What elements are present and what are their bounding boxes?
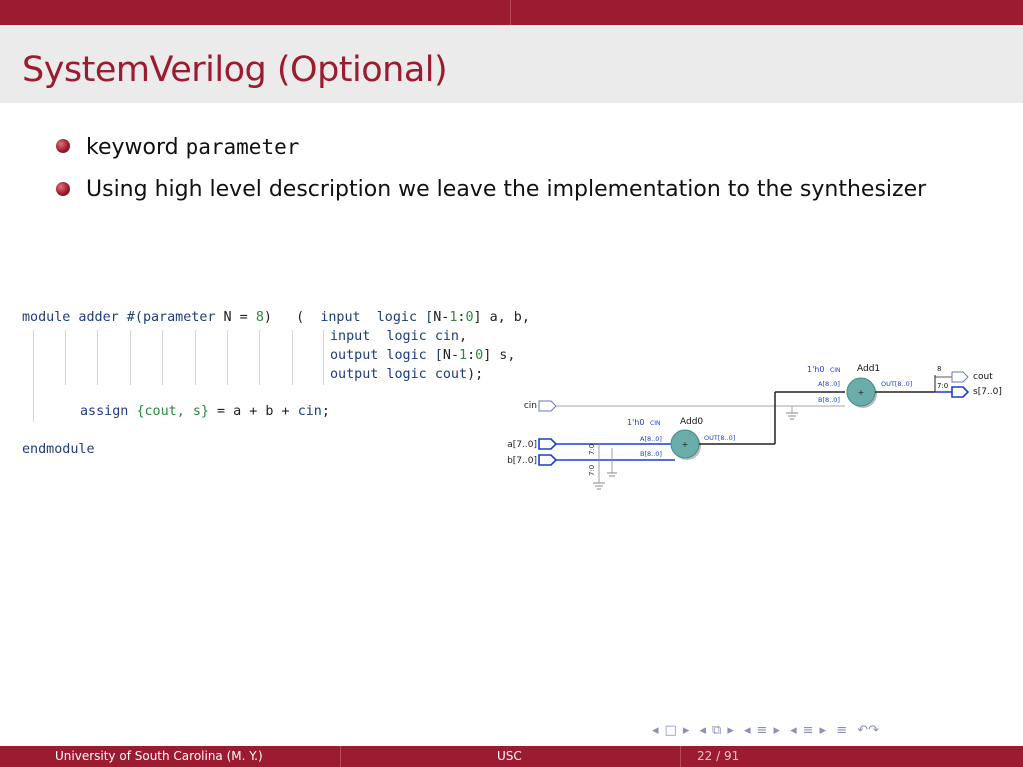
svg-text:OUT[8..0]: OUT[8..0] <box>881 380 912 388</box>
svg-text:8: 8 <box>937 365 941 373</box>
svg-text:CIN: CIN <box>830 367 840 374</box>
prev-part-icon[interactable]: ◂ <box>790 723 797 738</box>
svg-text:cin: cin <box>524 401 537 411</box>
code-line: output logic [N-1:0] s, <box>330 348 516 363</box>
section-icon[interactable]: ≡ <box>756 723 768 738</box>
code-line: output logic cout); <box>330 367 484 382</box>
footer-divider <box>680 746 681 767</box>
bullet-icon <box>56 182 70 196</box>
next-section-icon[interactable]: ▸ <box>773 723 780 738</box>
svg-text:+: + <box>858 388 865 397</box>
bus-label-a: 7:0 <box>588 444 596 455</box>
subsection-icon[interactable]: ⧉ <box>712 723 722 738</box>
prev-subsection-icon[interactable]: ◂ <box>699 723 707 738</box>
adder-add0: 1'h0 CIN Add0 A[8..0] B[8..0] + OUT[8..0… <box>627 417 775 460</box>
top-bar-divider <box>510 0 511 25</box>
bullet-text: keyword <box>86 135 186 160</box>
svg-text:CIN: CIN <box>650 420 660 427</box>
svg-text:A[8..0]: A[8..0] <box>818 380 840 388</box>
bus-wire <box>774 391 845 444</box>
indent-guide <box>162 330 163 385</box>
next-subsection-icon[interactable]: ▸ <box>727 723 734 738</box>
svg-text:A[8..0]: A[8..0] <box>640 435 662 443</box>
code-line: input logic cin, <box>330 329 468 344</box>
svg-text:7:0: 7:0 <box>937 382 948 390</box>
ground-icon <box>593 444 617 490</box>
svg-text:OUT[8..0]: OUT[8..0] <box>704 434 735 442</box>
part-icon[interactable]: ≡ <box>802 723 814 738</box>
adder-add1: 1'h0 CIN Add1 A[8..0] B[8..0] + OUT[8..0… <box>807 364 935 408</box>
top-bar <box>0 0 1023 25</box>
bullet-icon <box>56 139 70 153</box>
b-input: b[7..0] <box>507 454 675 466</box>
next-part-icon[interactable]: ▸ <box>819 723 827 738</box>
search-icon[interactable]: ↶↷ <box>857 723 880 738</box>
bullet-list: keyword parameter Using high level descr… <box>56 126 926 211</box>
code-line: endmodule <box>22 442 95 457</box>
prev-section-icon[interactable]: ◂ <box>744 723 751 738</box>
bus-label-b: 7:0 <box>588 465 596 476</box>
outputs: 8 7:0 cout s[7..0] <box>934 365 1002 398</box>
ground-icon <box>786 406 798 420</box>
indent-guide <box>195 330 196 385</box>
prev-frame-icon[interactable]: ◂ <box>652 723 659 738</box>
frame-icon[interactable]: □ <box>664 723 677 738</box>
indent-guide <box>292 330 293 385</box>
indent-guide <box>323 330 324 385</box>
svg-text:1'h0: 1'h0 <box>627 418 644 427</box>
footer-short: USC <box>497 749 522 763</box>
slide-title: SystemVerilog (Optional) <box>22 50 448 90</box>
a-input: a[7..0] <box>507 438 675 450</box>
code-line: module adder #(parameter N = 8) ( input … <box>22 310 530 325</box>
footer-divider <box>340 746 341 767</box>
navigation-controls: ◂ □ ▸ ◂ ⧉ ▸ ◂ ≡ ▸ ◂ ≡ ▸ ≡ ↶↷ <box>652 723 885 738</box>
svg-text:B[8..0]: B[8..0] <box>818 396 840 404</box>
code-line: assign {cout, s} = a + b + cin; <box>80 404 330 419</box>
schematic-diagram: cin a[7..0] b[7..0] 7:0 7:0 1'h0 CIN Add… <box>507 364 1002 490</box>
title-bar <box>0 25 1023 103</box>
cin-input: cin <box>524 400 845 412</box>
svg-text:Add0: Add0 <box>680 417 703 427</box>
indent-guide <box>259 330 260 385</box>
indent-guide <box>33 330 34 422</box>
toc-icon[interactable]: ≡ <box>836 723 848 738</box>
indent-guide <box>65 330 66 385</box>
svg-text:Add1: Add1 <box>857 364 880 374</box>
bullet-text: Using high level description we leave th… <box>86 177 927 202</box>
footer-institution: University of South Carolina (M. Y.) <box>55 749 263 763</box>
footer-bar: University of South Carolina (M. Y.) USC… <box>0 746 1023 767</box>
bullet-item: keyword parameter <box>56 126 926 169</box>
svg-text:b[7..0]: b[7..0] <box>507 456 537 466</box>
svg-text:1'h0: 1'h0 <box>807 365 824 374</box>
page-number: 22 / 91 <box>697 749 740 763</box>
indent-guide <box>130 330 131 385</box>
svg-text:s[7..0]: s[7..0] <box>973 387 1002 397</box>
svg-text:a[7..0]: a[7..0] <box>507 440 537 450</box>
bullet-code: parameter <box>185 135 300 159</box>
svg-text:B[8..0]: B[8..0] <box>640 450 662 458</box>
next-frame-icon[interactable]: ▸ <box>682 723 690 738</box>
svg-text:cout: cout <box>973 372 993 382</box>
bullet-item: Using high level description we leave th… <box>56 169 926 211</box>
indent-guide <box>97 330 98 385</box>
indent-guide <box>227 330 228 385</box>
svg-text:+: + <box>682 440 689 449</box>
